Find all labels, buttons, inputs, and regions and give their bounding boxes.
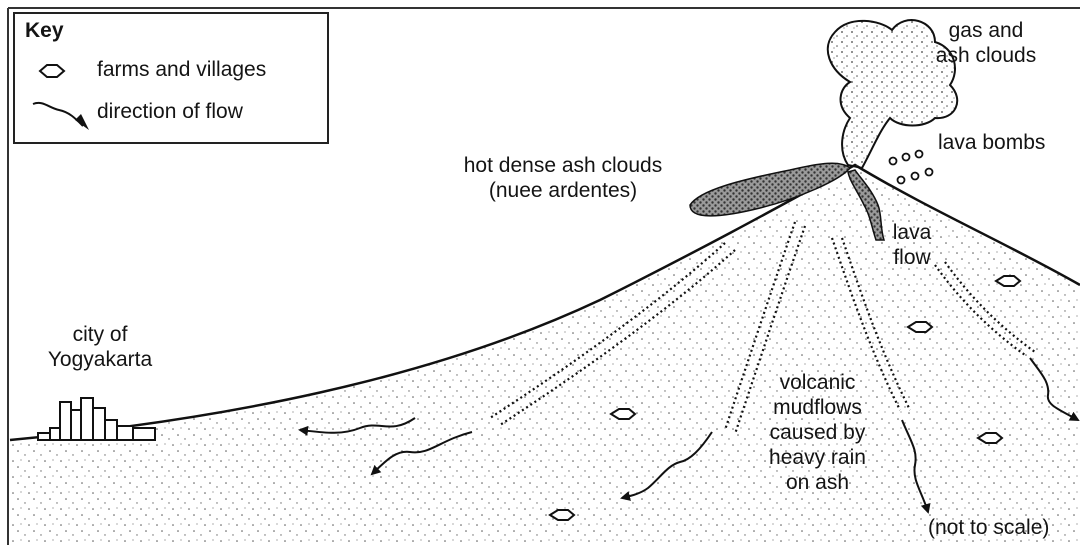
label-mudflows-line5: on ash bbox=[745, 470, 890, 495]
label-lava-bombs: lava bombs bbox=[938, 130, 1045, 155]
label-mudflows-line2: mudflows bbox=[745, 395, 890, 420]
key-label-farms: farms and villages bbox=[97, 58, 266, 82]
label-mudflows: volcanic mudflows caused by heavy rain o… bbox=[745, 370, 890, 495]
label-lava-flow-line1: lava bbox=[882, 220, 942, 245]
label-mudflows-line1: volcanic bbox=[745, 370, 890, 395]
lava-bombs-group bbox=[890, 151, 933, 184]
key-label-flow: direction of flow bbox=[97, 100, 243, 124]
label-gas-ash: gas and ash clouds bbox=[930, 18, 1042, 68]
label-not-to-scale: (not to scale) bbox=[928, 515, 1049, 540]
label-gas-ash-line2: ash clouds bbox=[930, 43, 1042, 68]
label-hot-dense: hot dense ash clouds (nuee ardentes) bbox=[440, 153, 686, 203]
city-skyline bbox=[38, 398, 155, 440]
label-lava-flow: lava flow bbox=[882, 220, 942, 270]
label-city-line2: Yogyakarta bbox=[25, 347, 175, 372]
label-lava-flow-line2: flow bbox=[882, 245, 942, 270]
hut-icon bbox=[37, 62, 67, 80]
label-mudflows-line3: caused by bbox=[745, 420, 890, 445]
label-city-line1: city of bbox=[25, 322, 175, 347]
label-mudflows-line4: heavy rain bbox=[745, 445, 890, 470]
label-gas-ash-line1: gas and bbox=[930, 18, 1042, 43]
flow-arrow-icon bbox=[29, 98, 95, 134]
label-city: city of Yogyakarta bbox=[25, 322, 175, 372]
legend-key: Key farms and villages direction of flow bbox=[13, 12, 329, 144]
key-title: Key bbox=[25, 19, 64, 43]
label-hot-dense-line2: (nuee ardentes) bbox=[440, 178, 686, 203]
label-hot-dense-line1: hot dense ash clouds bbox=[440, 153, 686, 178]
